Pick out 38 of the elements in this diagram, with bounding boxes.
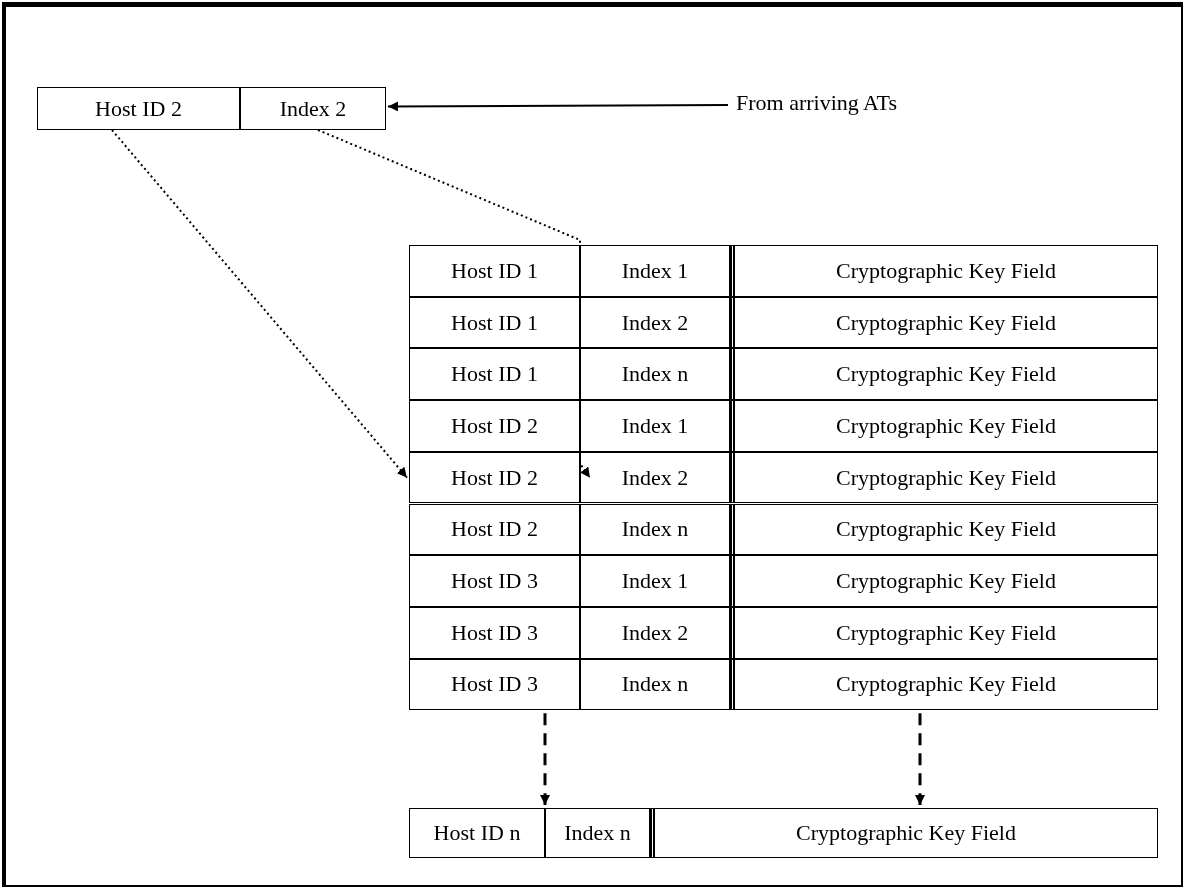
table-cell: Index n [580,658,730,711]
table-cell: Cryptographic Key Field [730,296,1158,349]
table-cell: Cryptographic Key Field [730,245,1158,297]
table-cell: Index 2 [580,296,730,349]
field-box: Host ID 2 [37,87,240,130]
table-cell: Cryptographic Key Field [730,348,1158,401]
table-cell: Host ID 3 [409,555,580,607]
table-cell: Index 1 [580,245,730,297]
table-cell: Index n [580,503,730,556]
field-box: Index 2 [240,87,386,130]
table-cell: Index n [580,348,730,401]
arrow [915,713,925,805]
table-cell: Index n [545,808,650,858]
note-text: From arriving ATs [736,90,897,116]
table-cell: Cryptographic Key Field [730,555,1158,607]
arrow [317,129,591,479]
table-cell: Host ID 2 [409,503,580,556]
table-cell: Host ID 3 [409,658,580,711]
table-cell: Host ID n [409,808,545,858]
table-cell: Index 1 [580,400,730,452]
table-cell: Host ID 3 [409,606,580,659]
table-cell: Host ID 2 [409,451,580,504]
table-cell: Host ID 1 [409,245,580,297]
arrow [540,713,550,805]
table-cell: Host ID 2 [409,400,580,452]
table-cell: Cryptographic Key Field [730,503,1158,556]
table-cell: Cryptographic Key Field [730,400,1158,452]
table-cell: Cryptographic Key Field [730,606,1158,659]
table-cell: Cryptographic Key Field [650,808,1158,858]
table-cell: Cryptographic Key Field [730,658,1158,711]
table-cell: Index 2 [580,451,730,504]
arrow [111,129,408,479]
table-cell: Host ID 1 [409,296,580,349]
arrow [387,101,729,112]
table-cell: Cryptographic Key Field [730,451,1158,504]
table-cell: Index 2 [580,606,730,659]
table-cell: Index 1 [580,555,730,607]
table-cell: Host ID 1 [409,348,580,401]
